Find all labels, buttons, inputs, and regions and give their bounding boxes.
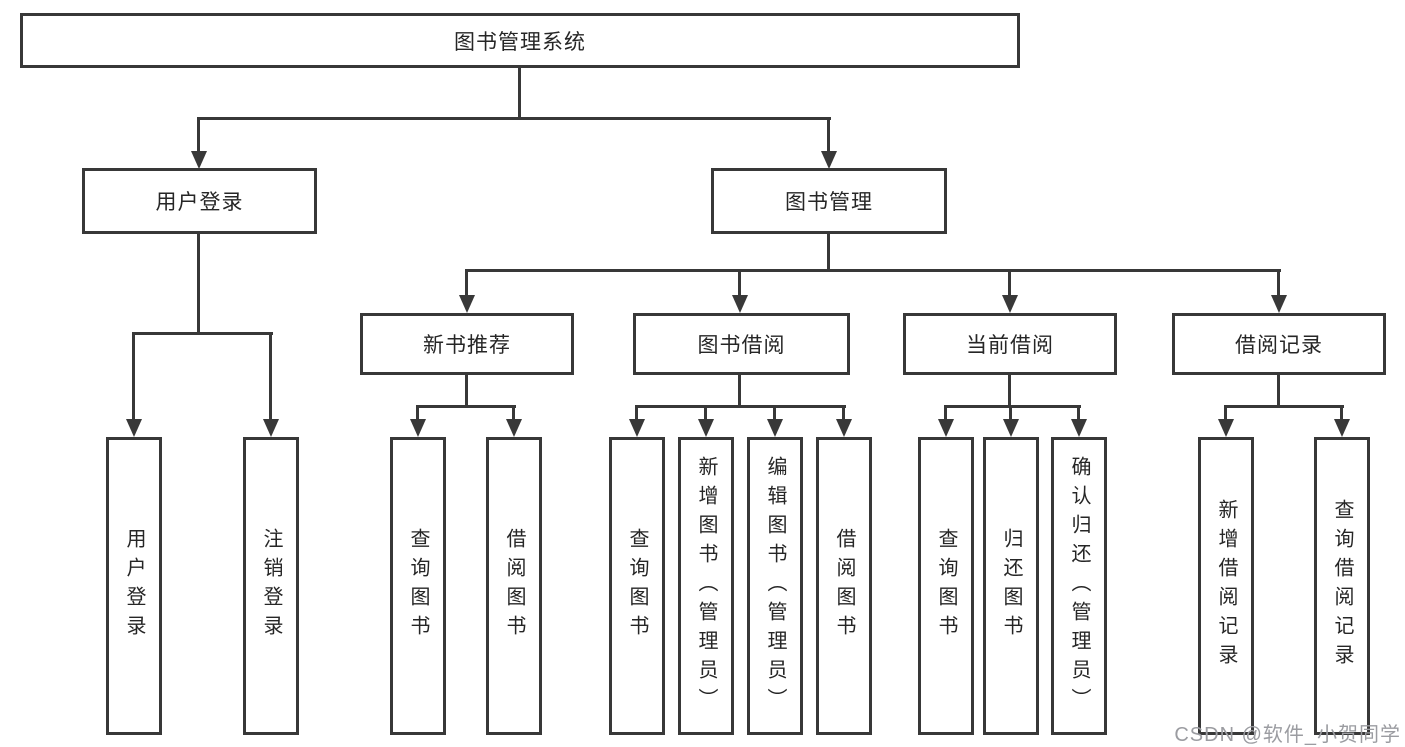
leaf-return-books: 归还图书 [983,437,1039,735]
arrowhead-down-icon [263,419,279,437]
leaf-edit-books-admin: 编辑图书（管理员） [747,437,803,735]
leaf-label: 查询图书 [935,528,957,644]
arrowhead-down-icon [767,419,783,437]
connector-line-v [1277,269,1280,297]
arrowhead-down-icon [1334,419,1350,437]
connector-line-v [1224,405,1227,421]
connector-line-h [465,269,1281,272]
node-new-book-recommend: 新书推荐 [360,313,574,375]
connector-line-v [269,332,272,420]
arrowhead-down-icon [732,295,748,313]
arrowhead-down-icon [938,419,954,437]
connector-line-h [197,117,831,120]
leaf-add-books-admin: 新增图书（管理员） [678,437,734,735]
connector-line-v [635,405,638,421]
leaf-user-login: 用户登录 [106,437,162,735]
connector-line-h [635,405,846,408]
leaf-label: 查询借阅记录 [1331,499,1353,673]
arrowhead-down-icon [1002,295,1018,313]
connector-line-v [197,234,200,335]
arrowhead-down-icon [506,419,522,437]
connector-line-h [1224,405,1344,408]
arrowhead-down-icon [836,419,852,437]
connector-line-v [512,405,515,421]
connector-line-v [842,405,845,421]
leaf-confirm-return-admin: 确认归还（管理员） [1051,437,1107,735]
connector-line-v [704,405,707,421]
leaf-logout: 注销登录 [243,437,299,735]
leaf-label: 注销登录 [260,528,282,644]
arrowhead-down-icon [191,151,207,169]
arrowhead-down-icon [410,419,426,437]
csdn-watermark: CSDN @软件_小贺同学 [1174,724,1401,746]
arrowhead-down-icon [698,419,714,437]
leaf-query-books-3: 查询图书 [918,437,974,735]
leaf-label: 归还图书 [1000,528,1022,644]
arrowhead-down-icon [1271,295,1287,313]
connector-line-v [1008,269,1011,297]
arrowhead-down-icon [1003,419,1019,437]
arrowhead-down-icon [821,151,837,169]
connector-line-v [773,405,776,421]
connector-line-h [132,332,273,335]
arrowhead-down-icon [1218,419,1234,437]
connector-line-h [416,405,516,408]
leaf-label: 用户登录 [123,528,145,644]
arrowhead-down-icon [459,295,475,313]
connector-line-v [1009,405,1012,421]
connector-line-v [1008,375,1011,408]
leaf-label: 确认归还（管理员） [1068,455,1090,717]
connector-line-v [1340,405,1343,421]
leaf-label: 编辑图书（管理员） [764,455,786,717]
leaf-label: 新增图书（管理员） [695,455,717,717]
leaf-label: 查询图书 [626,528,648,644]
connector-line-v [197,117,200,154]
connector-line-h [944,405,1081,408]
connector-line-v [944,405,947,421]
node-borrow-record: 借阅记录 [1172,313,1386,375]
connector-line-v [827,117,830,154]
node-current-borrow: 当前借阅 [903,313,1117,375]
connector-line-v [738,375,741,408]
node-user-login: 用户登录 [82,168,317,234]
node-book-management: 图书管理 [711,168,947,234]
node-library-system: 图书管理系统 [20,13,1020,68]
connector-line-v [132,332,135,420]
connector-line-v [1277,375,1280,408]
arrowhead-down-icon [1071,419,1087,437]
leaf-add-borrow-record: 新增借阅记录 [1198,437,1254,735]
leaf-borrow-books-1: 借阅图书 [486,437,542,735]
connector-line-v [738,269,741,297]
leaf-query-books-2: 查询图书 [609,437,665,735]
connector-line-v [518,68,521,119]
leaf-label: 新增借阅记录 [1215,499,1237,673]
connector-line-v [465,375,468,408]
leaf-label: 借阅图书 [833,528,855,644]
leaf-borrow-books-2: 借阅图书 [816,437,872,735]
arrowhead-down-icon [629,419,645,437]
connector-line-v [827,234,830,272]
leaf-query-books-1: 查询图书 [390,437,446,735]
connector-line-v [1077,405,1080,421]
leaf-label: 查询图书 [407,528,429,644]
leaf-label: 借阅图书 [503,528,525,644]
connector-line-v [465,269,468,297]
node-book-borrow: 图书借阅 [633,313,850,375]
leaf-query-borrow-record: 查询借阅记录 [1314,437,1370,735]
connector-line-v [416,405,419,421]
arrowhead-down-icon [126,419,142,437]
